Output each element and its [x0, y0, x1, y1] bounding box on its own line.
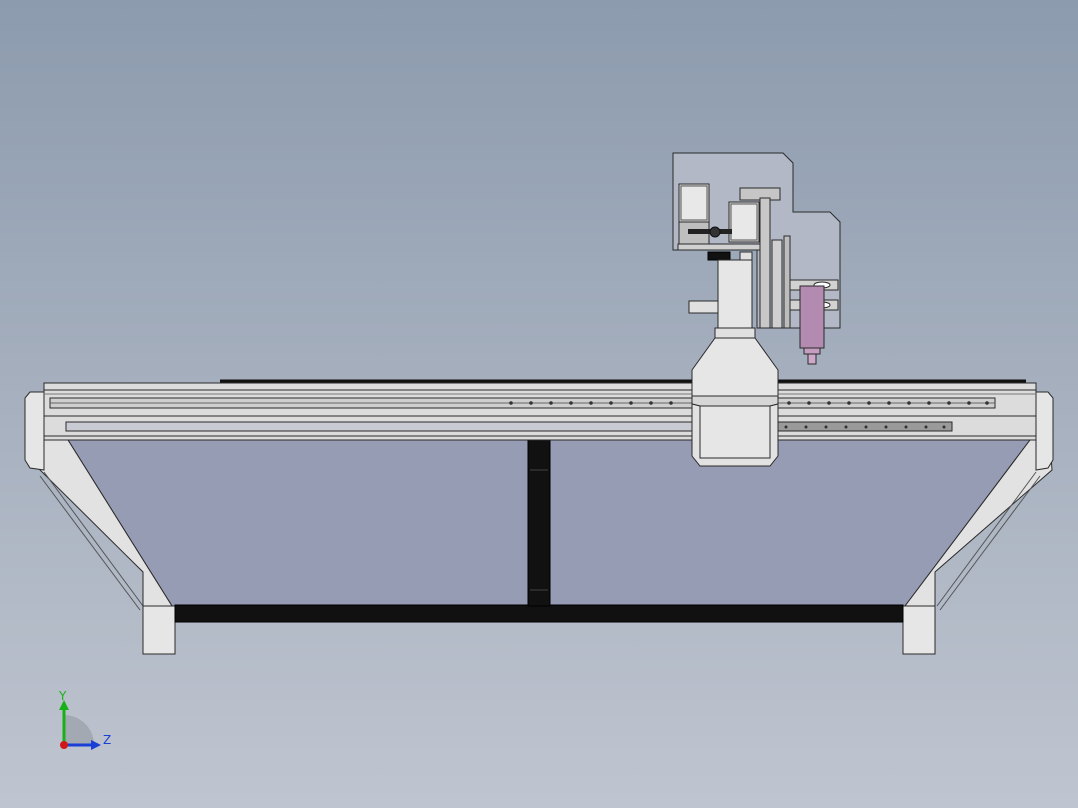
- gantry-carriage[interactable]: [672, 152, 841, 467]
- right-end-cap: [1035, 391, 1054, 471]
- cnc-table[interactable]: [24, 379, 1054, 655]
- right-leg: [902, 439, 1053, 655]
- center-support: [527, 439, 551, 607]
- y-axis-arrow-icon: [59, 700, 69, 710]
- z-axis-arrow-icon: [91, 740, 101, 750]
- orientation-triad[interactable]: Y Z: [58, 689, 111, 750]
- left-leg: [39, 439, 176, 655]
- z-axis-label: Z: [103, 733, 111, 747]
- left-end-cap: [24, 391, 45, 471]
- x-axis-dot-icon: [60, 741, 68, 749]
- stepper-motor-right: [728, 187, 781, 243]
- bottom-beam: [174, 604, 904, 623]
- y-axis-label: Y: [58, 689, 67, 703]
- guide-bolts: [509, 401, 989, 405]
- spindle: [799, 285, 825, 365]
- stepper-motor-left: [678, 183, 710, 245]
- gantry-column: [691, 259, 779, 467]
